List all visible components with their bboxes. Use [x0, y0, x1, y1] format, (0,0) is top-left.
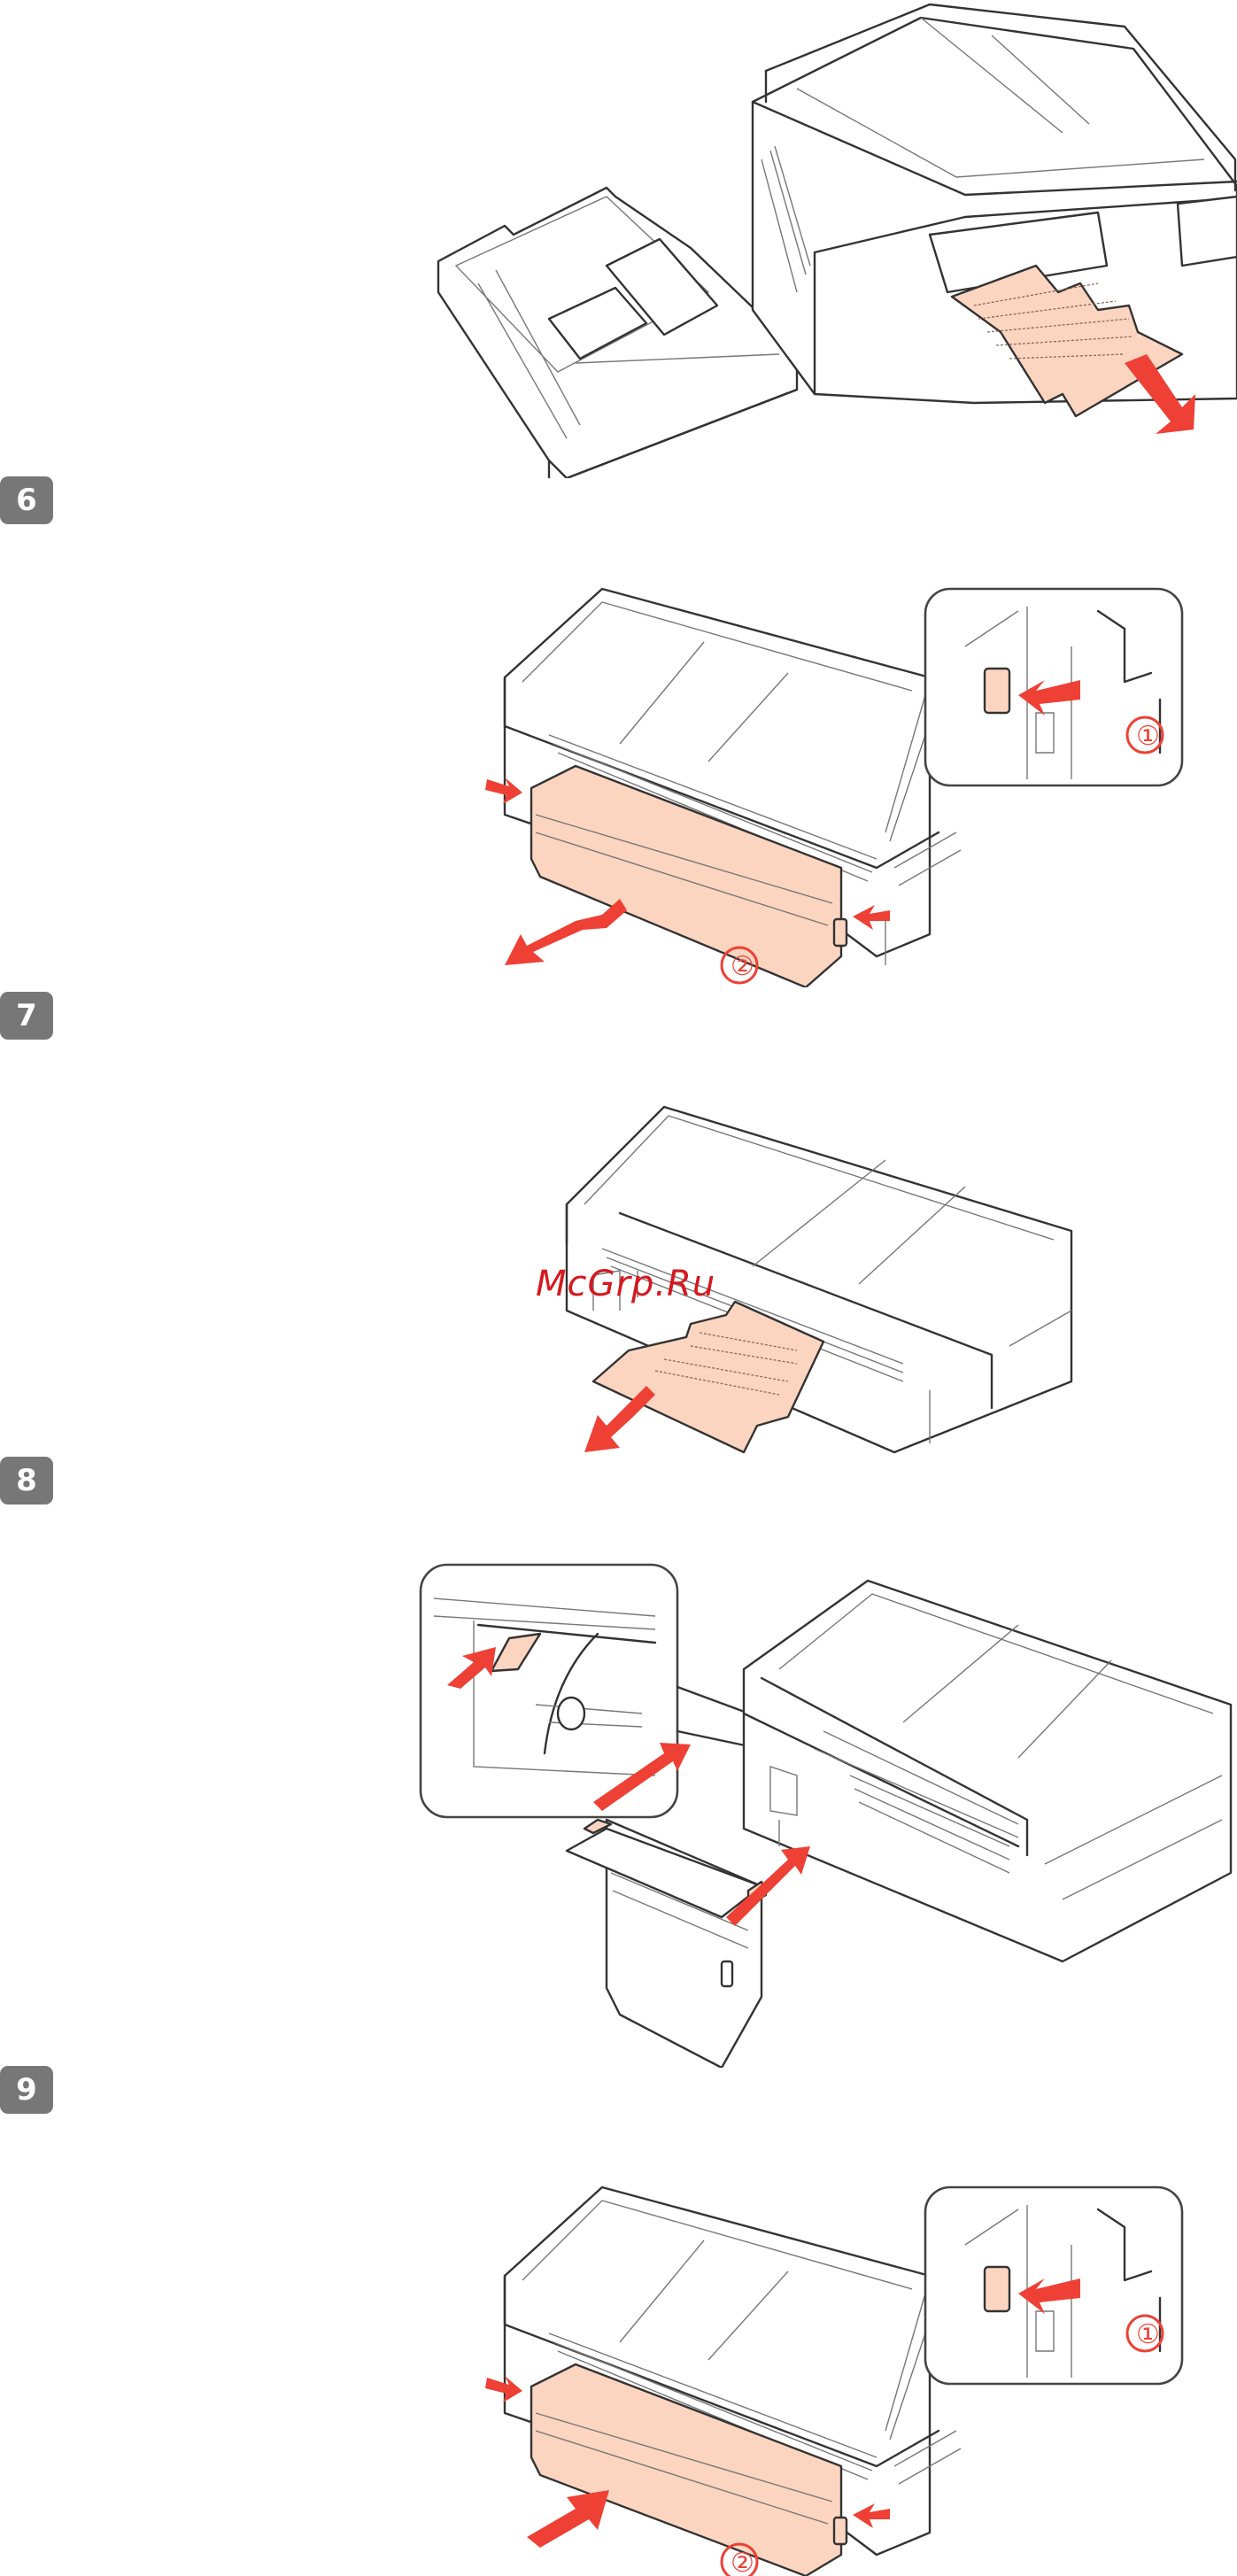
insert-arrow-icon [726, 1846, 810, 1926]
inset-press-tab: ① [885, 2185, 1184, 2441]
printer-rear-icon [742, 1579, 1233, 1963]
push-arrow-icon [527, 2490, 609, 2548]
watermark-text: McGrp.Ru [536, 1264, 716, 1304]
svg-text:①: ① [1136, 2319, 1160, 2350]
callout-2: ② [720, 946, 759, 985]
step-number: 6 [16, 483, 37, 518]
rear-unit-insert-illustration: ② ① [485, 2185, 1184, 2576]
figure-step-8-reattach-rear-unit [407, 1554, 1237, 2068]
figure-step-9-push-rear-unit: ② ① [469, 2165, 1187, 2576]
rear-paper-jam-illustration [565, 1105, 1073, 1454]
printer-front-illustration [437, 3, 1237, 478]
inset-press-tab: ① [885, 587, 1184, 842]
callout-2: ② [720, 2542, 759, 2576]
rear-unit-icon [565, 1818, 768, 2068]
pull-arrow-icon [584, 1386, 655, 1452]
rear-unit-removal-illustration: ② ① [485, 587, 1184, 987]
figure-cassette-and-front-jam [425, 0, 1237, 478]
jammed-paper-icon [591, 1300, 825, 1454]
inset-guide-alignment [419, 1563, 799, 1819]
pull-arrow-icon [1125, 354, 1195, 434]
svg-text:②: ② [731, 951, 754, 982]
svg-text:①: ① [1136, 721, 1160, 752]
rear-unit-icon [530, 2363, 843, 2576]
step-number: 7 [16, 998, 37, 1033]
figure-step-7-pull-jammed-paper [531, 1089, 1089, 1461]
printer-front-icon [751, 3, 1237, 405]
insert-arrow-icon [593, 1743, 691, 1811]
figure-step-6-remove-rear-unit: ② ① [469, 576, 1187, 987]
rear-unit-reattach-illustration [419, 1563, 1233, 2068]
svg-text:②: ② [731, 2548, 754, 2576]
step-6-badge: 6 [0, 476, 53, 524]
pull-arrow-icon [505, 899, 627, 965]
step-8-badge: 8 [0, 1457, 53, 1505]
step-number: 9 [16, 2072, 37, 2108]
step-number: 8 [16, 1463, 37, 1498]
paper-cassette-icon [437, 186, 799, 478]
rear-unit-icon [530, 764, 843, 987]
step-9-badge: 9 [0, 2066, 53, 2114]
printer-rear-icon [565, 1105, 1073, 1454]
step-7-badge: 7 [0, 992, 53, 1040]
